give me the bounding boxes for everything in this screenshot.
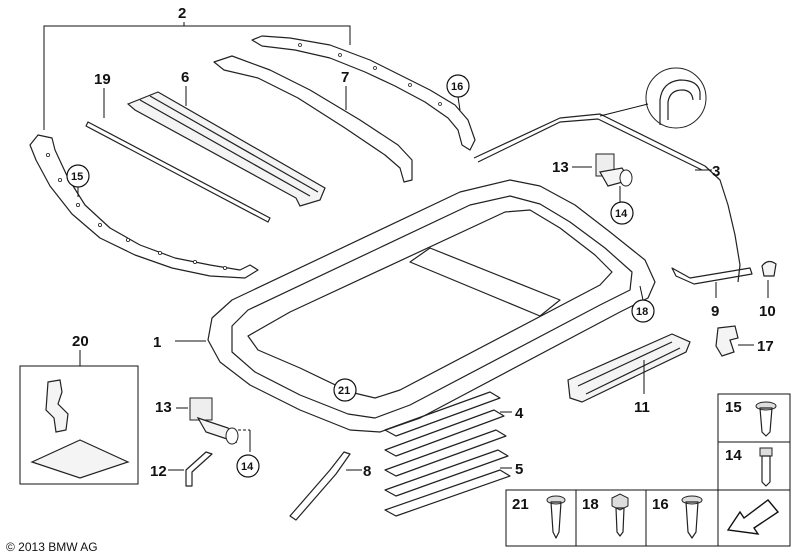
label-16: 16 — [652, 496, 669, 513]
circle-16-text: 16 — [451, 81, 463, 93]
circle-16-marker: 16 — [446, 74, 470, 111]
circle-18-marker: 18 — [631, 285, 655, 323]
sunshade-guide — [567, 333, 691, 403]
label-10: 10 — [759, 303, 776, 320]
bent-rod — [185, 451, 213, 487]
label-21: 21 — [512, 496, 529, 513]
label-6: 6 — [181, 69, 189, 86]
screw-14-icon — [759, 447, 773, 487]
label-17: 17 — [757, 338, 774, 355]
label-2: 2 — [178, 5, 186, 22]
label-19: 19 — [94, 71, 111, 88]
drive-motor-upper — [595, 153, 633, 187]
drive-cable — [289, 451, 351, 521]
label-4: 4 — [515, 405, 524, 422]
circle-18-text: 18 — [636, 306, 648, 318]
drain-hose — [671, 267, 753, 285]
label-3: 3 — [712, 163, 720, 180]
circle-14-lower-text: 14 — [241, 461, 254, 473]
screw-15-icon — [755, 401, 777, 437]
drive-motor-lower — [189, 397, 251, 452]
left-rail-bracket — [29, 134, 259, 279]
label-13-lower: 13 — [155, 399, 172, 416]
label-20: 20 — [72, 333, 89, 350]
sunroof-frame — [207, 179, 656, 433]
roof-seal — [473, 113, 741, 283]
grommet — [761, 260, 777, 277]
glass-opening — [247, 209, 613, 399]
leader-2 — [43, 22, 351, 130]
screw-21-icon — [546, 495, 566, 539]
bolt-18-icon — [611, 493, 629, 537]
label-11: 11 — [634, 399, 650, 416]
circle-15-marker: 15 — [66, 164, 90, 197]
clip — [715, 325, 739, 357]
circle-21-text: 21 — [338, 385, 350, 397]
label-18: 18 — [582, 496, 599, 513]
label-5: 5 — [515, 461, 523, 478]
label-8: 8 — [363, 463, 371, 480]
label-13-upper: 13 — [552, 159, 569, 176]
fastener-box-18 — [575, 489, 647, 547]
cross-member — [213, 55, 413, 183]
catalog-arrow-icon — [726, 499, 780, 535]
rail-set — [384, 391, 511, 517]
kit-bracket — [45, 379, 69, 433]
circle-14-lower-marker: 14 — [236, 454, 260, 478]
circle-14-upper-text: 14 — [615, 208, 628, 220]
right-rail-bracket — [251, 35, 476, 151]
screw-16-icon — [681, 495, 703, 539]
circle-15-text: 15 — [71, 171, 83, 183]
seal-strip — [85, 121, 271, 223]
copyright-notice: © 2013 BMW AG — [6, 540, 98, 554]
circle-14-upper-marker: 14 — [610, 186, 634, 225]
label-15: 15 — [725, 399, 742, 416]
label-14: 14 — [725, 447, 742, 464]
label-12: 12 — [150, 463, 167, 480]
circle-21-marker: 21 — [333, 378, 357, 402]
label-1: 1 — [153, 334, 161, 351]
kit-pad — [30, 439, 130, 479]
seal-detail-magnifier — [599, 67, 707, 129]
label-9: 9 — [711, 303, 719, 320]
label-7: 7 — [341, 69, 349, 86]
